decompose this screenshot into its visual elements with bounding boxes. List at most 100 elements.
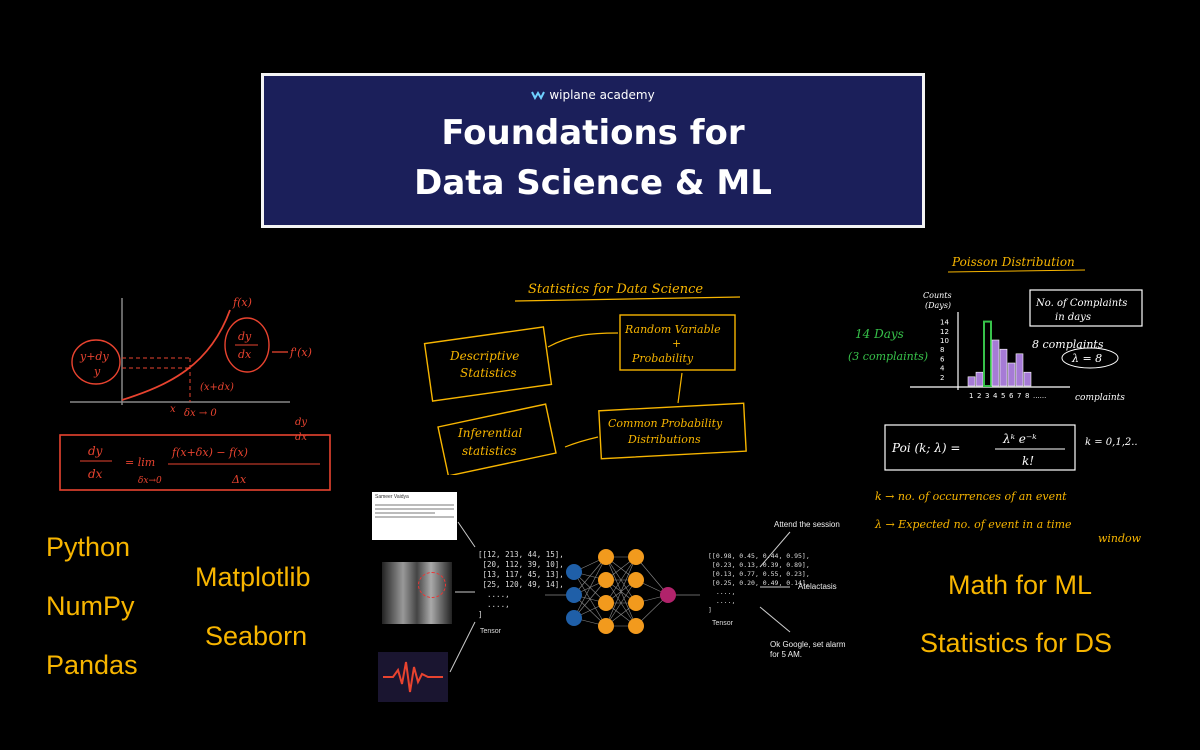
poisson-x-tick: ...... xyxy=(1033,392,1046,400)
output-attend: Attend the session xyxy=(774,520,840,529)
label-numpy: NumPy xyxy=(46,591,135,621)
stats-box-common xyxy=(598,402,747,460)
poisson-x-tick: 8 xyxy=(1025,392,1029,400)
poisson-x-tick: 6 xyxy=(1009,392,1014,400)
calc-x-plus-dx: (x+dx) xyxy=(200,382,234,393)
poisson-counts-1: Counts xyxy=(923,291,952,300)
calc-formula-den: Δx xyxy=(231,473,247,486)
pipeline-arrows xyxy=(449,521,791,673)
stats-random-1: Random Variable xyxy=(624,323,721,336)
brand: wiplane academy xyxy=(264,88,922,102)
stats-random-3: Probability xyxy=(631,352,694,365)
poisson-bar xyxy=(991,339,1000,387)
tensor-right-label: Tensor xyxy=(712,620,734,627)
poisson-y-tick: 14 xyxy=(940,319,949,327)
calc-formula-lhs-num: dy xyxy=(88,444,103,458)
waveform-icon xyxy=(383,661,443,693)
calc-formula-box xyxy=(59,434,331,491)
doc-thumbnail: Sameer Vaidya xyxy=(372,492,457,540)
poisson-def-lambda-1: λ → Expected no. of event in a time xyxy=(874,518,1072,531)
calc-dydx-num: dy xyxy=(238,330,252,343)
poisson-complaints-1: No. of Complaints xyxy=(1035,298,1127,309)
xray-highlight xyxy=(418,572,446,598)
calc-x: x xyxy=(170,404,176,415)
nn-edge xyxy=(573,556,607,619)
doc-heading: Sameer Vaidya xyxy=(375,494,409,500)
calc-corner-num: dy xyxy=(295,417,307,428)
label-python: Python xyxy=(46,532,131,562)
poisson-y-tick: 2 xyxy=(940,374,944,382)
label-seaborn: Seaborn xyxy=(205,621,308,651)
poisson-days-2: (3 complaints) xyxy=(848,350,928,363)
poisson-sketch: Poisson Distribution Counts (Days) 14 Da… xyxy=(848,255,1143,545)
poisson-complaints-2: in days xyxy=(1055,312,1091,323)
stats-random-2: + xyxy=(672,337,681,350)
poisson-formula-lhs: Poi (k; λ) = xyxy=(891,441,960,455)
calc-formula-lim: = lim xyxy=(125,456,155,469)
poisson-bar xyxy=(967,376,976,387)
brand-name: wiplane academy xyxy=(549,88,655,102)
poisson-formula-num: λᵏ e⁻ᵏ xyxy=(1002,432,1037,446)
poisson-formula-box xyxy=(884,424,1076,471)
poisson-x-tick: 7 xyxy=(1017,392,1021,400)
stats-inferential-2: statistics xyxy=(462,444,517,458)
stats-title: Statistics for Data Science xyxy=(528,282,703,297)
nn-node xyxy=(598,595,614,611)
ml-pipeline: Sameer Vaidya [[12, 213, 44, 15], [20, 1… xyxy=(370,492,846,704)
poisson-title-underline xyxy=(947,269,1086,273)
calc-ydy-ellipse xyxy=(71,339,121,385)
output-ok-google-1: Ok Google, set alarm xyxy=(770,640,846,649)
wiplane-logo-icon xyxy=(531,91,546,100)
poisson-y-tick: 4 xyxy=(940,365,945,373)
banner-title-line2: Data Science & ML xyxy=(414,163,772,203)
stats-arrow-3 xyxy=(564,436,599,448)
poisson-eight: 8 complaints xyxy=(1032,338,1104,351)
stats-arrow-2 xyxy=(677,372,683,404)
poisson-formula-k: k = 0,1,2.. xyxy=(1085,437,1138,448)
calc-y-plus-dy: y+dy xyxy=(79,350,109,363)
stats-box-random xyxy=(619,314,736,371)
poisson-bars xyxy=(967,320,1032,387)
nn-node xyxy=(628,549,644,565)
title-banner: wiplane academy Foundations for Data Sci… xyxy=(261,73,925,228)
doc-lines-4 xyxy=(375,516,454,518)
calc-dydx-den: dx xyxy=(238,348,252,361)
label-matplotlib: Matplotlib xyxy=(195,562,311,592)
stats-common-1: Common Probability xyxy=(608,417,723,430)
poisson-x-tick: 3 xyxy=(985,392,989,400)
poisson-lambda: λ = 8 xyxy=(1071,352,1102,365)
stats-box-inferential xyxy=(437,403,557,475)
nn-node xyxy=(566,610,582,626)
nn-node xyxy=(566,587,582,603)
banner-title-line1: Foundations for xyxy=(441,113,745,153)
nn-edge xyxy=(605,556,637,604)
poisson-y-tick: 10 xyxy=(940,337,949,345)
nn-node xyxy=(566,564,582,580)
nn-node xyxy=(628,618,644,634)
output-atelactasis: Atelactasis xyxy=(798,582,837,591)
nn-node xyxy=(598,572,614,588)
nn-edge xyxy=(573,556,607,596)
poisson-y-tick: 8 xyxy=(940,346,944,354)
calc-formula-lim-sub: δx→0 xyxy=(138,476,162,486)
calculus-sketch: f(x) y+dy y dy dx f'(x) (x+dx) x δx → 0 … xyxy=(59,296,331,491)
poisson-bar xyxy=(1007,362,1016,387)
poisson-x-tick: 1 xyxy=(969,392,973,400)
nn-edge xyxy=(635,556,669,596)
calc-formula-num: f(x+δx) − f(x) xyxy=(171,446,248,459)
calc-fx: f(x) xyxy=(232,296,252,309)
poisson-bar-highlight xyxy=(983,320,992,387)
poisson-lambda-ellipse xyxy=(1061,347,1119,369)
doc-lines xyxy=(375,504,454,506)
calc-corner-den: dx xyxy=(295,432,307,443)
stats-inferential-1: Inferential xyxy=(457,426,522,440)
poisson-bar xyxy=(1023,371,1032,387)
poisson-y-tick: 6 xyxy=(940,355,945,363)
calc-dx-to-0: δx → 0 xyxy=(184,408,217,419)
label-pandas: Pandas xyxy=(46,650,138,680)
nn-node xyxy=(660,587,676,603)
poisson-complaints-box xyxy=(1029,289,1143,327)
label-math-ml: Math for ML xyxy=(948,570,1093,600)
